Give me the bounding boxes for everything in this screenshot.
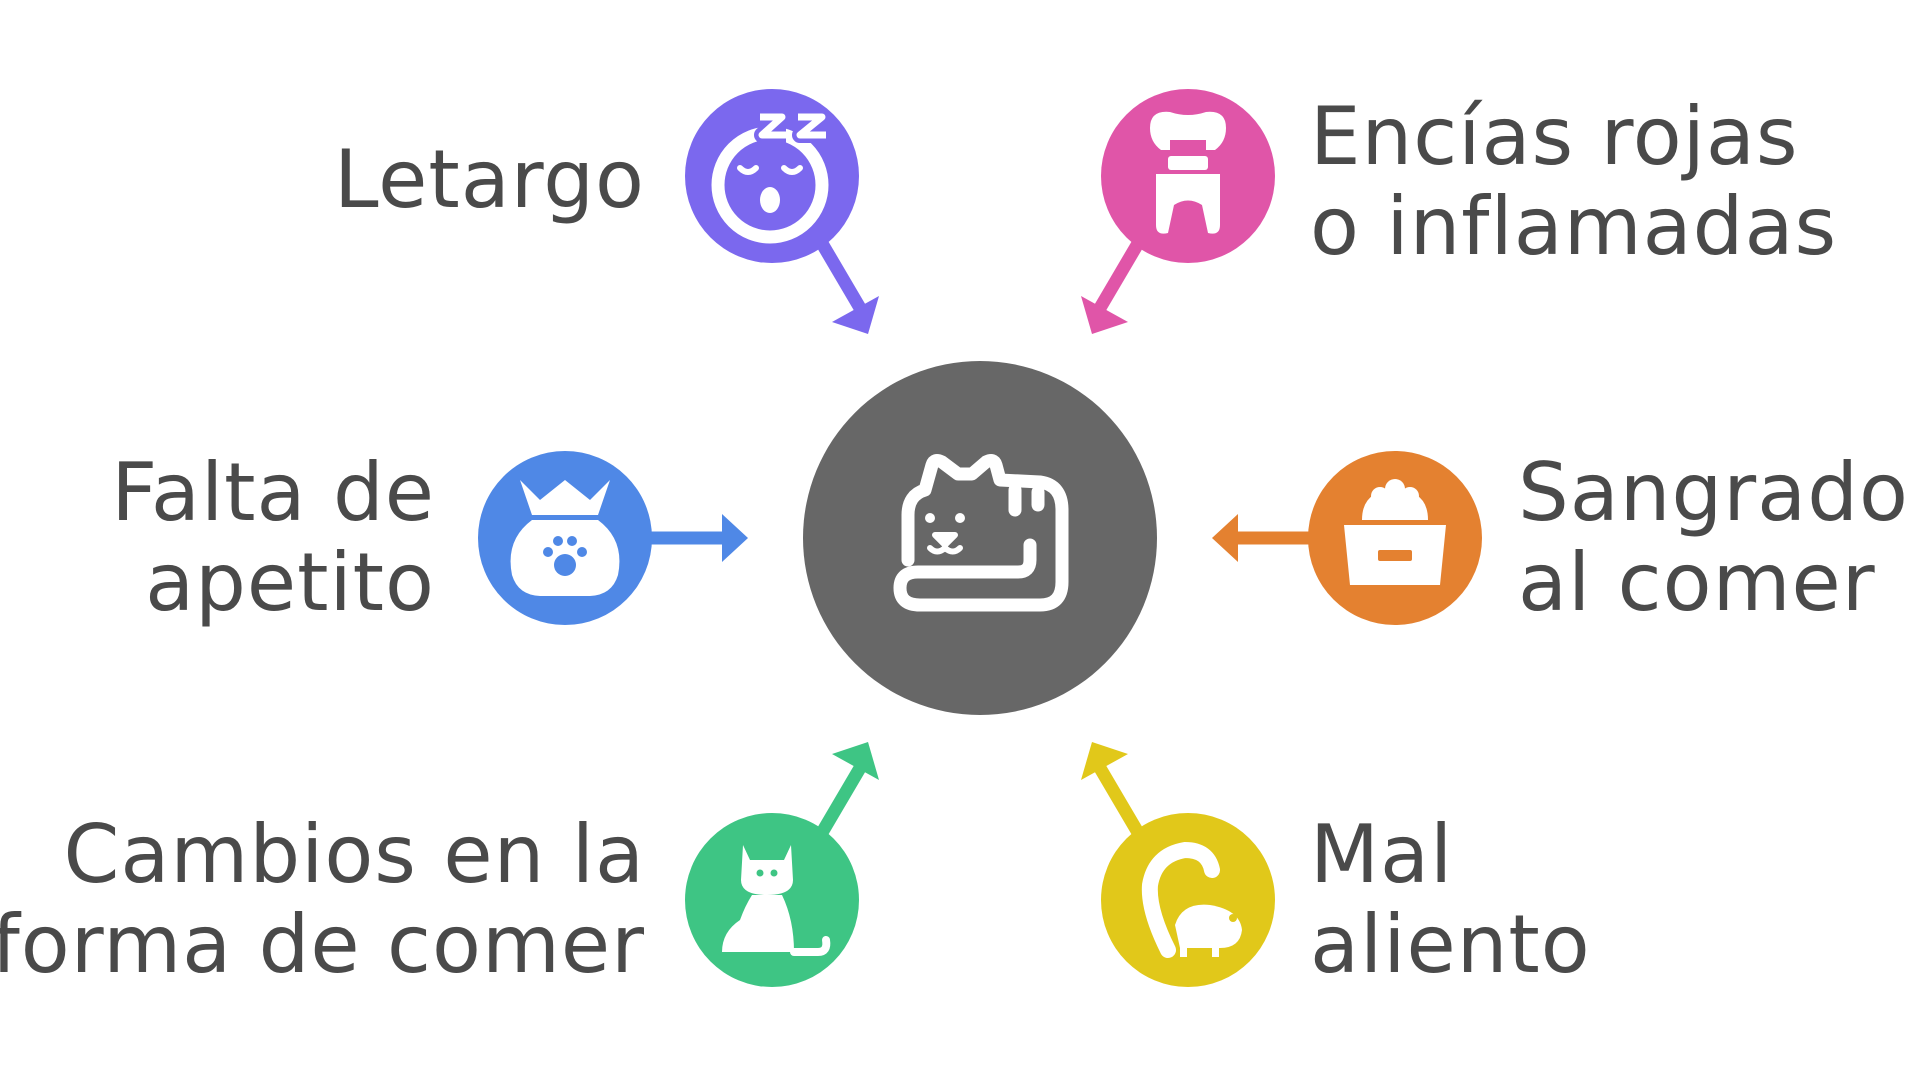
center-node	[803, 361, 1157, 715]
node-aliento	[1081, 742, 1275, 987]
label-sangrado: Sangrado al comer	[1518, 448, 1909, 628]
label-aliento: Mal aliento	[1310, 810, 1591, 990]
label-apetito-line-1: Falta de	[111, 446, 435, 539]
pet-food-bag-icon	[510, 480, 620, 596]
tooth-icon	[1150, 111, 1226, 234]
label-letargo-line-1: Letargo	[334, 133, 645, 226]
label-apetito: Falta de apetito	[111, 448, 435, 628]
label-encias-line-2: o inflamadas	[1310, 180, 1838, 273]
node-comer	[685, 742, 879, 987]
label-encias-line-1: Encías rojas	[1310, 90, 1799, 183]
label-encias: Encías rojas o inflamadas	[1310, 92, 1837, 272]
label-comer-line-2: forma de comer	[0, 898, 645, 991]
label-apetito-line-2: apetito	[145, 536, 435, 629]
sleepy-face-icon	[711, 109, 830, 244]
label-letargo: Letargo	[334, 135, 645, 225]
label-sangrado-line-1: Sangrado	[1518, 446, 1909, 539]
pet-bowl-icon	[1344, 479, 1446, 585]
label-aliento-line-2: aliento	[1310, 898, 1591, 991]
label-comer: Cambios en la forma de comer	[0, 810, 645, 990]
node-letargo	[685, 89, 879, 334]
cat-icon	[893, 454, 1069, 612]
label-comer-line-1: Cambios en la	[63, 808, 645, 901]
node-apetito	[478, 451, 748, 625]
node-sangrado	[1212, 451, 1482, 625]
label-aliento-line-1: Mal	[1310, 808, 1454, 901]
label-sangrado-line-2: al comer	[1518, 536, 1876, 629]
skunk-icon	[1141, 841, 1242, 958]
node-encias	[1081, 89, 1275, 334]
sitting-cat-icon	[722, 845, 831, 956]
